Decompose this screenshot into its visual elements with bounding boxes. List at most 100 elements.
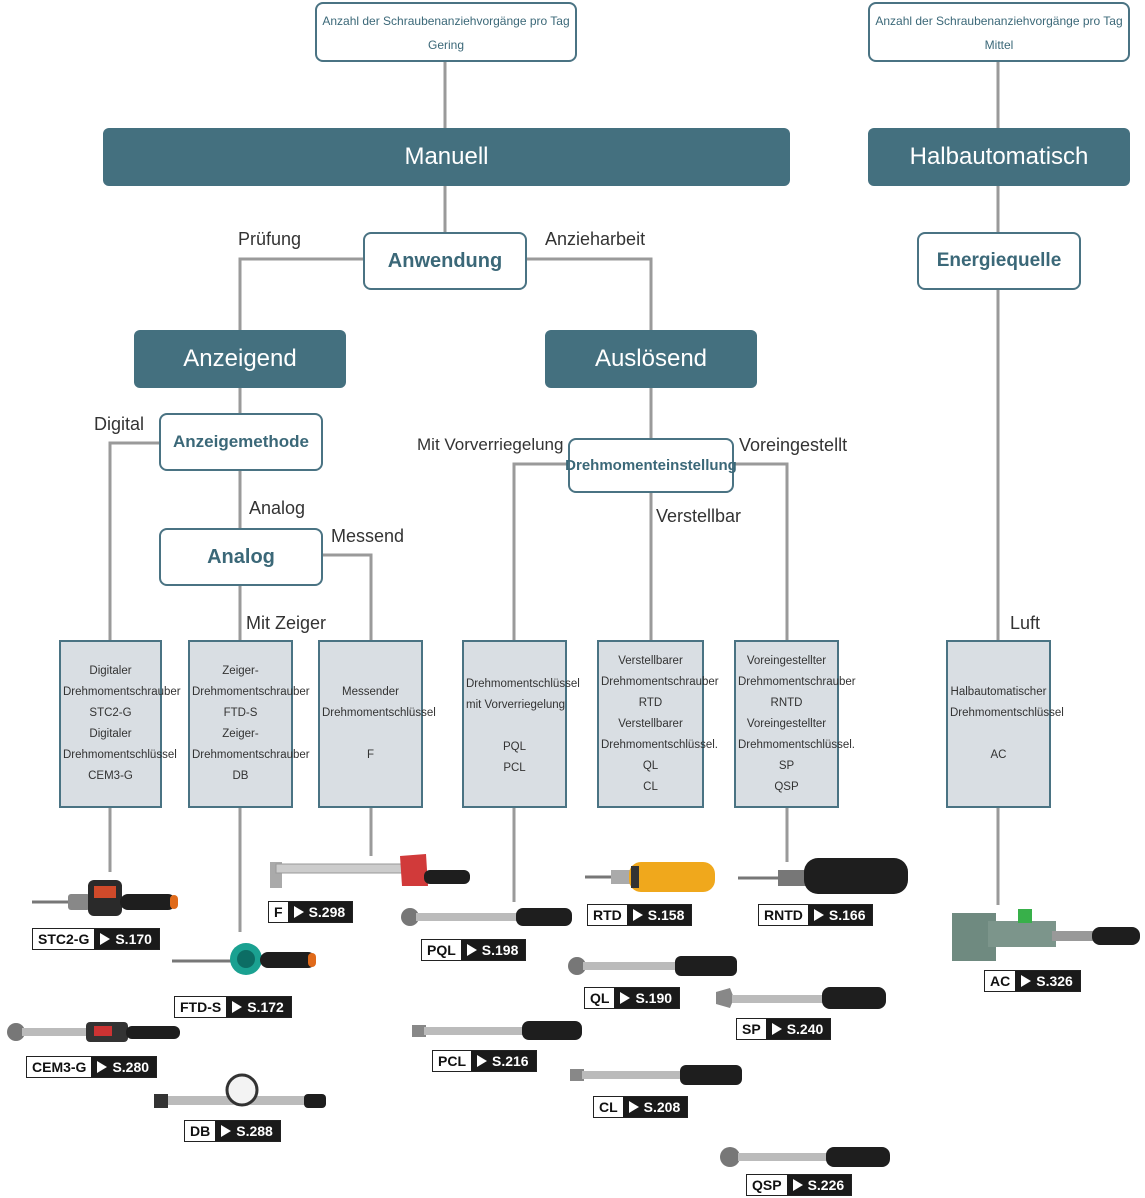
product-line: QSP	[774, 780, 799, 793]
ql-tool-image	[568, 956, 737, 976]
label-voreingestellt: Voreingestellt	[739, 435, 848, 455]
tag-page-number: S.198	[481, 942, 519, 958]
tag-page-number: S.190	[635, 990, 673, 1006]
play-icon	[477, 1055, 487, 1067]
tag-page: S.326	[1015, 971, 1080, 991]
product-line: Drehmomentschlüssel	[322, 707, 436, 719]
play-icon	[628, 1101, 639, 1113]
tag-ftds[interactable]: FTD-S S.172	[174, 996, 292, 1018]
tag-page: S.170	[94, 929, 159, 949]
tag-page: S.240	[765, 1019, 831, 1039]
tag-pql[interactable]: PQL S.198	[421, 939, 527, 961]
tag-stc2g[interactable]: STC2-G S.170	[32, 928, 160, 950]
tag-page-number: S.298	[308, 904, 346, 920]
product-line: Drehmomentschrauber	[63, 686, 181, 698]
product-line: Verstellbarer	[618, 717, 683, 730]
product-line: Zeiger-	[222, 665, 259, 677]
tag-page: S.226	[786, 1175, 852, 1195]
tag-rntd[interactable]: RNTD S.166	[758, 904, 874, 926]
tag-name: STC2-G	[38, 931, 90, 947]
label-anzieharbeit: Anzieharbeit	[545, 229, 646, 249]
rntd-tool-image	[738, 858, 908, 894]
tag-page: S.158	[626, 905, 692, 925]
tag-cl[interactable]: CL S.208	[593, 1096, 689, 1118]
tag-rtd[interactable]: RTD S.158	[587, 904, 693, 926]
product-line: Verstellbarer	[618, 654, 683, 667]
tag-name: RNTD	[764, 907, 803, 923]
tag-page-number: S.240	[786, 1021, 824, 1037]
play-icon	[293, 906, 304, 918]
analog-box: Analog	[159, 528, 323, 586]
tag-db[interactable]: DB S.288	[184, 1120, 281, 1142]
tag-name: CL	[599, 1099, 618, 1115]
tag-ql[interactable]: QL S.190	[584, 987, 681, 1009]
product-line: STC2-G	[89, 707, 132, 719]
tag-name: FTD-S	[180, 999, 222, 1015]
torque-setting-box: Drehmomenteinstellung	[565, 438, 737, 493]
tag-page: S.172	[226, 997, 291, 1017]
product-line: AC	[990, 749, 1007, 761]
tag-page-number: S.326	[1036, 973, 1073, 989]
product-line: CL	[643, 780, 658, 793]
tag-qsp[interactable]: QSP S.226	[746, 1174, 853, 1196]
manual-bar: Manuell	[103, 128, 790, 186]
tag-name: QL	[590, 990, 610, 1006]
daily-count-level: Mittel	[984, 38, 1014, 52]
energy-source-box: Energiequelle	[917, 232, 1081, 290]
label-analog: Analog	[249, 498, 306, 518]
product-line: RNTD	[770, 696, 803, 709]
product-box-digital: Digitaler Drehmomentschrauber STC2-G Dig…	[59, 640, 181, 808]
label-digital: Digital	[94, 414, 145, 434]
daily-count-low-box: Anzahl der Schraubenanziehvorgänge pro T…	[315, 2, 577, 62]
tag-page-number: S.172	[247, 999, 284, 1015]
product-line: mit Vorverriegelung	[466, 699, 566, 711]
ac-tool-image	[952, 909, 1140, 961]
cem3g-tool-image	[7, 1022, 180, 1042]
product-line: Drehmomentschlüssel	[950, 707, 1064, 719]
f-tool-image	[270, 854, 470, 888]
display-method-box: Anzeigemethode	[159, 413, 323, 471]
product-line	[466, 716, 563, 737]
daily-count-label: Anzahl der Schraubenanziehvorgänge pro T…	[322, 14, 570, 28]
tag-cem3g[interactable]: CEM3-G S.280	[26, 1056, 158, 1078]
play-icon	[97, 1061, 108, 1073]
tag-name: PCL	[438, 1053, 466, 1069]
product-box-measuring: Messender Drehmomentschlüssel F	[318, 640, 436, 808]
product-line: Drehmomentschlüssel	[466, 678, 580, 690]
play-icon	[792, 1179, 803, 1191]
pql-tool-image	[401, 908, 572, 926]
product-line: Digitaler	[89, 665, 132, 677]
stc2g-tool-image	[32, 880, 178, 916]
product-line: Drehmomentschrauber	[601, 675, 719, 688]
tag-page: S.190	[614, 988, 680, 1008]
ftds-tool-image	[172, 943, 316, 975]
tag-f[interactable]: F S.298	[268, 901, 354, 923]
product-box-pointer: Zeiger- Drehmomentschrauber FTD-S Zeiger…	[188, 640, 310, 808]
product-line: PCL	[503, 762, 526, 774]
tag-name: QSP	[752, 1177, 782, 1193]
product-line: Voreingestellter	[746, 717, 827, 730]
tag-ac[interactable]: AC S.326	[984, 970, 1081, 992]
daily-count-level: Gering	[427, 38, 465, 52]
label-luft: Luft	[1010, 613, 1041, 633]
tag-name: RTD	[593, 907, 622, 923]
product-line: SP	[778, 759, 795, 772]
play-icon	[813, 909, 824, 921]
tag-page-number: S.216	[492, 1053, 529, 1069]
product-line	[950, 724, 1047, 745]
product-line: DB	[232, 770, 249, 782]
tag-pcl[interactable]: PCL S.216	[432, 1050, 537, 1072]
play-icon	[232, 1001, 243, 1013]
product-line: PQL	[502, 741, 526, 753]
tag-name: SP	[742, 1021, 761, 1037]
rtd-tool-image	[585, 862, 715, 892]
tag-sp[interactable]: SP S.240	[736, 1018, 832, 1040]
semi-automatic-bar: Halbautomatisch	[868, 128, 1130, 186]
product-line	[322, 724, 419, 745]
tag-page: S.198	[460, 940, 526, 960]
label-pruefung: Prüfung	[238, 229, 302, 249]
play-icon	[632, 909, 643, 921]
label-verstellbar: Verstellbar	[656, 506, 742, 526]
product-line: Drehmomentschrauber	[192, 686, 310, 698]
product-box-preset: Voreingestellter Drehmomentschrauber RNT…	[734, 640, 856, 808]
